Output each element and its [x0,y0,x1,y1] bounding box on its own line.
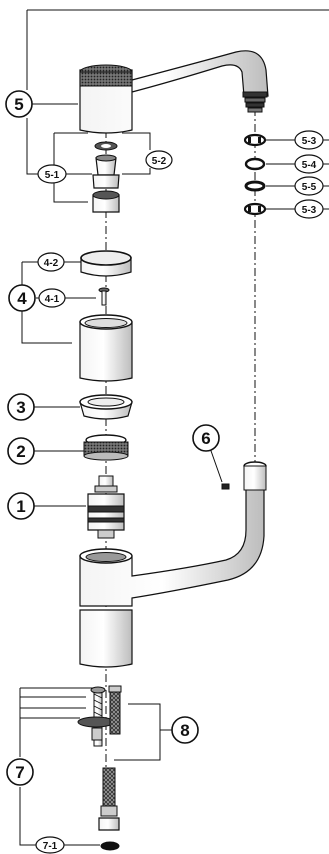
svg-text:5-4: 5-4 [302,160,317,171]
callout-5: 5 [5,90,33,118]
svg-text:2: 2 [16,442,25,461]
svg-text:6: 6 [201,429,210,448]
callout-4-1: 4-1 [38,288,66,308]
alignment-lines [19,9,329,846]
svg-text:4-2: 4-2 [44,258,59,269]
callout-5-1: 5-1 [37,164,67,184]
callout-5-4: 5-4 [294,154,324,174]
svg-text:7-1: 7-1 [43,841,58,852]
aerator-tip [242,91,268,113]
svg-text:1: 1 [16,497,25,516]
leader-5-1-bottom [53,178,88,203]
part-6-grub-screw [221,483,230,490]
svg-text:4: 4 [17,289,27,308]
callout-2: 2 [7,437,35,465]
svg-text:4-1: 4-1 [45,294,60,305]
faucet-body [79,461,267,668]
part-4-1-screw [98,287,110,306]
part-2-nut [83,434,129,461]
part-8-hoses [98,685,122,831]
svg-text:7: 7 [15,763,24,782]
svg-text:5-5: 5-5 [302,182,317,193]
callout-5-2: 5-2 [145,150,173,170]
svg-text:5-3: 5-3 [302,205,317,216]
svg-text:5: 5 [14,95,23,114]
callout-5-5: 5-5 [294,176,324,196]
knurled-band-upper [79,71,133,87]
callout-7: 7 [6,758,34,786]
callout-6: 6 [192,424,220,452]
callout-5-3a: 5-3 [294,130,324,150]
callout-8: 8 [171,716,199,744]
part-1-cartridge [87,475,125,539]
svg-text:5-2: 5-2 [152,156,167,167]
bracket-8 [114,703,161,761]
svg-text:5-3: 5-3 [302,136,317,147]
bracket-5 [26,118,38,175]
ring-5-4 [244,157,266,171]
part-7-mounting [77,686,115,747]
bracket-7-lower [19,787,38,846]
callout-7-1: 7-1 [35,836,65,854]
callout-1: 1 [7,492,35,520]
part-5-1-5-2 [92,141,120,213]
svg-text:5-1: 5-1 [45,170,60,181]
part-3-ring [79,394,133,420]
leader-5-2-bottom [122,168,151,175]
spout-body-upper [79,50,269,134]
part-4-2-cap [80,250,132,277]
callout-4-2: 4-2 [37,252,65,272]
leader-5-2-top [122,132,151,150]
ring-5-5 [244,180,266,192]
leader-6 [209,447,223,483]
part-7-1-washer [100,841,120,851]
svg-text:3: 3 [16,398,25,417]
callout-5-3b: 5-3 [294,199,324,219]
callout-4: 4 [8,284,36,312]
svg-text:8: 8 [180,721,189,740]
callout-3: 3 [7,393,35,421]
upper-spout-assembly [79,50,269,134]
spout-tip-rings [243,133,267,216]
part-4-handle [79,314,133,382]
